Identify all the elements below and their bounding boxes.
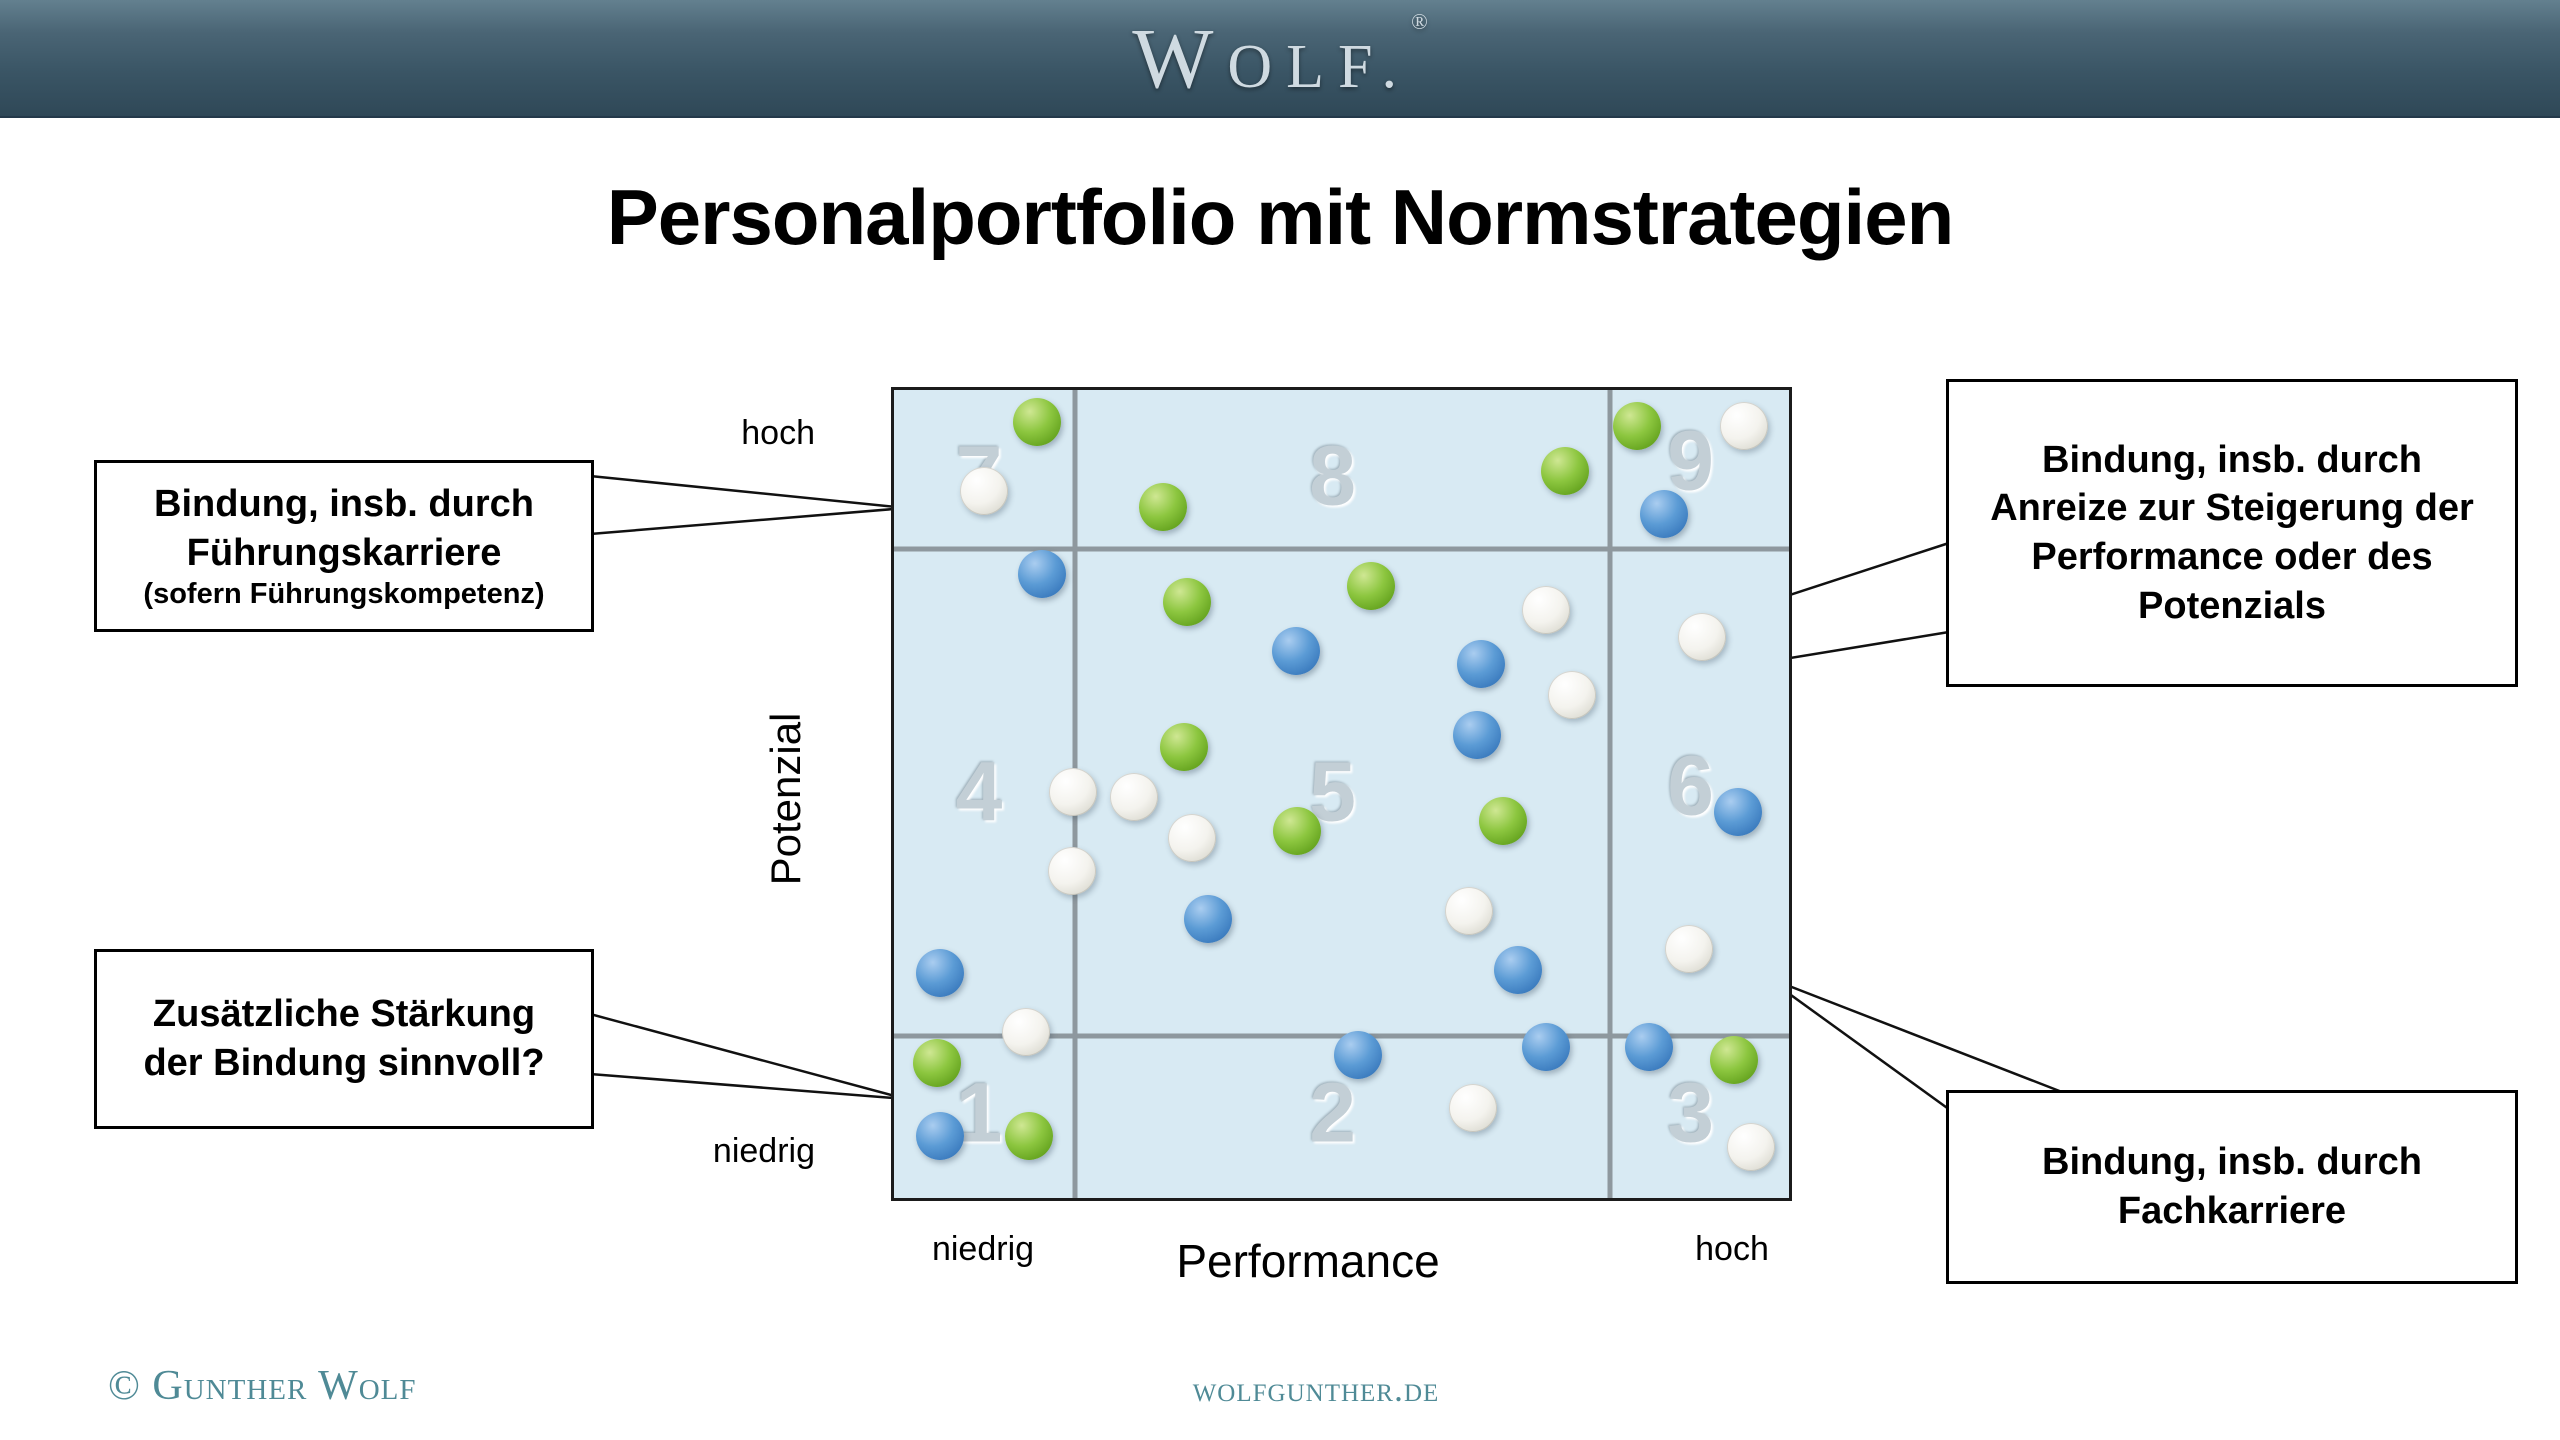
data-point-green [912, 1039, 961, 1088]
data-point-white [1109, 773, 1158, 822]
grid-line-horizontal [894, 546, 1789, 552]
data-point-blue [1493, 946, 1542, 995]
callout-text: Zusätzliche Stärkung der Bindung sinnvol… [143, 993, 545, 1084]
data-point-white [1664, 925, 1713, 974]
connector-line [589, 506, 907, 536]
page-title: Personalportfolio mit Normstrategien [606, 173, 1955, 261]
connector-line [589, 1012, 907, 1101]
data-point-white [1727, 1123, 1776, 1172]
x-axis-title: Performance [1176, 1235, 1440, 1287]
connector-line [589, 1072, 907, 1101]
data-point-white [1449, 1084, 1498, 1133]
x-axis-low-label: niedrig [931, 1230, 1035, 1268]
callout-staerkung: Zusätzliche Stärkung der Bindung sinnvol… [94, 949, 594, 1129]
callout-fachkarriere: Bindung, insb. durch Fachkarriere [1946, 1090, 2518, 1284]
data-point-green [1347, 561, 1396, 610]
data-point-blue [1452, 711, 1501, 760]
connector-line [1765, 975, 1951, 1112]
data-point-blue [1333, 1030, 1382, 1079]
logo-letter-w: W [1132, 10, 1228, 106]
matrix: 123456789 [891, 387, 1792, 1201]
quadrant-number-6: 6 [1667, 738, 1714, 833]
data-point-white [1521, 585, 1570, 634]
data-point-blue [1017, 550, 1066, 599]
data-point-green [1138, 483, 1187, 532]
data-point-white [1049, 768, 1097, 817]
connector-line [1765, 975, 2063, 1094]
data-point-white [1001, 1007, 1050, 1056]
data-point-green [1159, 723, 1208, 772]
data-point-white [1678, 613, 1727, 662]
quadrant-number-2: 2 [1309, 1065, 1356, 1160]
data-point-white [1720, 401, 1769, 450]
quadrant-number-3: 3 [1667, 1065, 1714, 1160]
data-point-blue [1184, 895, 1233, 944]
footer-website: wolfgunther.de [1192, 1369, 1440, 1409]
data-point-blue [1625, 1022, 1674, 1071]
x-axis-high-label: hoch [1695, 1230, 1769, 1268]
data-point-white [1048, 846, 1097, 895]
quadrant-number-1: 1 [955, 1065, 1003, 1160]
callout-anreize: Bindung, insb. durch Anreize zur Steiger… [1946, 379, 2518, 687]
logo-text: OLF. [1227, 33, 1412, 101]
data-point-green [1272, 807, 1321, 856]
data-point-green [1013, 398, 1062, 447]
data-point-blue [915, 1111, 964, 1160]
grid-line-vertical [1607, 390, 1613, 1198]
data-point-green [1478, 797, 1527, 846]
y-axis-high-label: hoch [741, 414, 815, 452]
registered-trademark-icon: ® [1411, 9, 1428, 34]
data-point-blue [1639, 489, 1688, 538]
callout-fuehrungskarriere: Bindung, insb. durch Führungskarriere (s… [94, 460, 594, 632]
y-axis-low-label: niedrig [712, 1132, 815, 1170]
callout-text: Bindung, insb. durch Fachkarriere [2042, 1141, 2422, 1232]
data-point-green [1162, 577, 1211, 626]
wolf-logo: WOLF.® [1132, 8, 1428, 108]
quadrant-number-4: 4 [955, 744, 1003, 839]
callout-text: Bindung, insb. durch Führungskarriere [154, 482, 534, 574]
quadrant-number-8: 8 [1309, 428, 1356, 523]
data-point-white [1168, 813, 1217, 862]
data-point-blue [915, 949, 964, 998]
data-point-blue [1271, 626, 1320, 675]
y-axis-title: Potenzial [762, 712, 809, 886]
callout-text: Bindung, insb. durch Anreize zur Steiger… [1990, 438, 2474, 627]
header-bar: WOLF.® [0, 0, 2560, 118]
data-point-blue [1713, 787, 1762, 836]
data-point-green [1709, 1035, 1758, 1084]
data-point-green [1541, 446, 1590, 495]
data-point-white [959, 467, 1008, 515]
callout-note: (sofern Führungskompetenz) [143, 578, 545, 611]
data-point-green [1005, 1111, 1054, 1160]
data-point-green [1612, 401, 1661, 450]
data-point-white [1547, 670, 1596, 719]
data-point-white [1445, 887, 1494, 936]
connector-line [589, 474, 907, 510]
footer-copyright: © Gunther Wolf [108, 1363, 417, 1409]
data-point-blue [1457, 639, 1506, 688]
data-point-blue [1521, 1022, 1570, 1071]
